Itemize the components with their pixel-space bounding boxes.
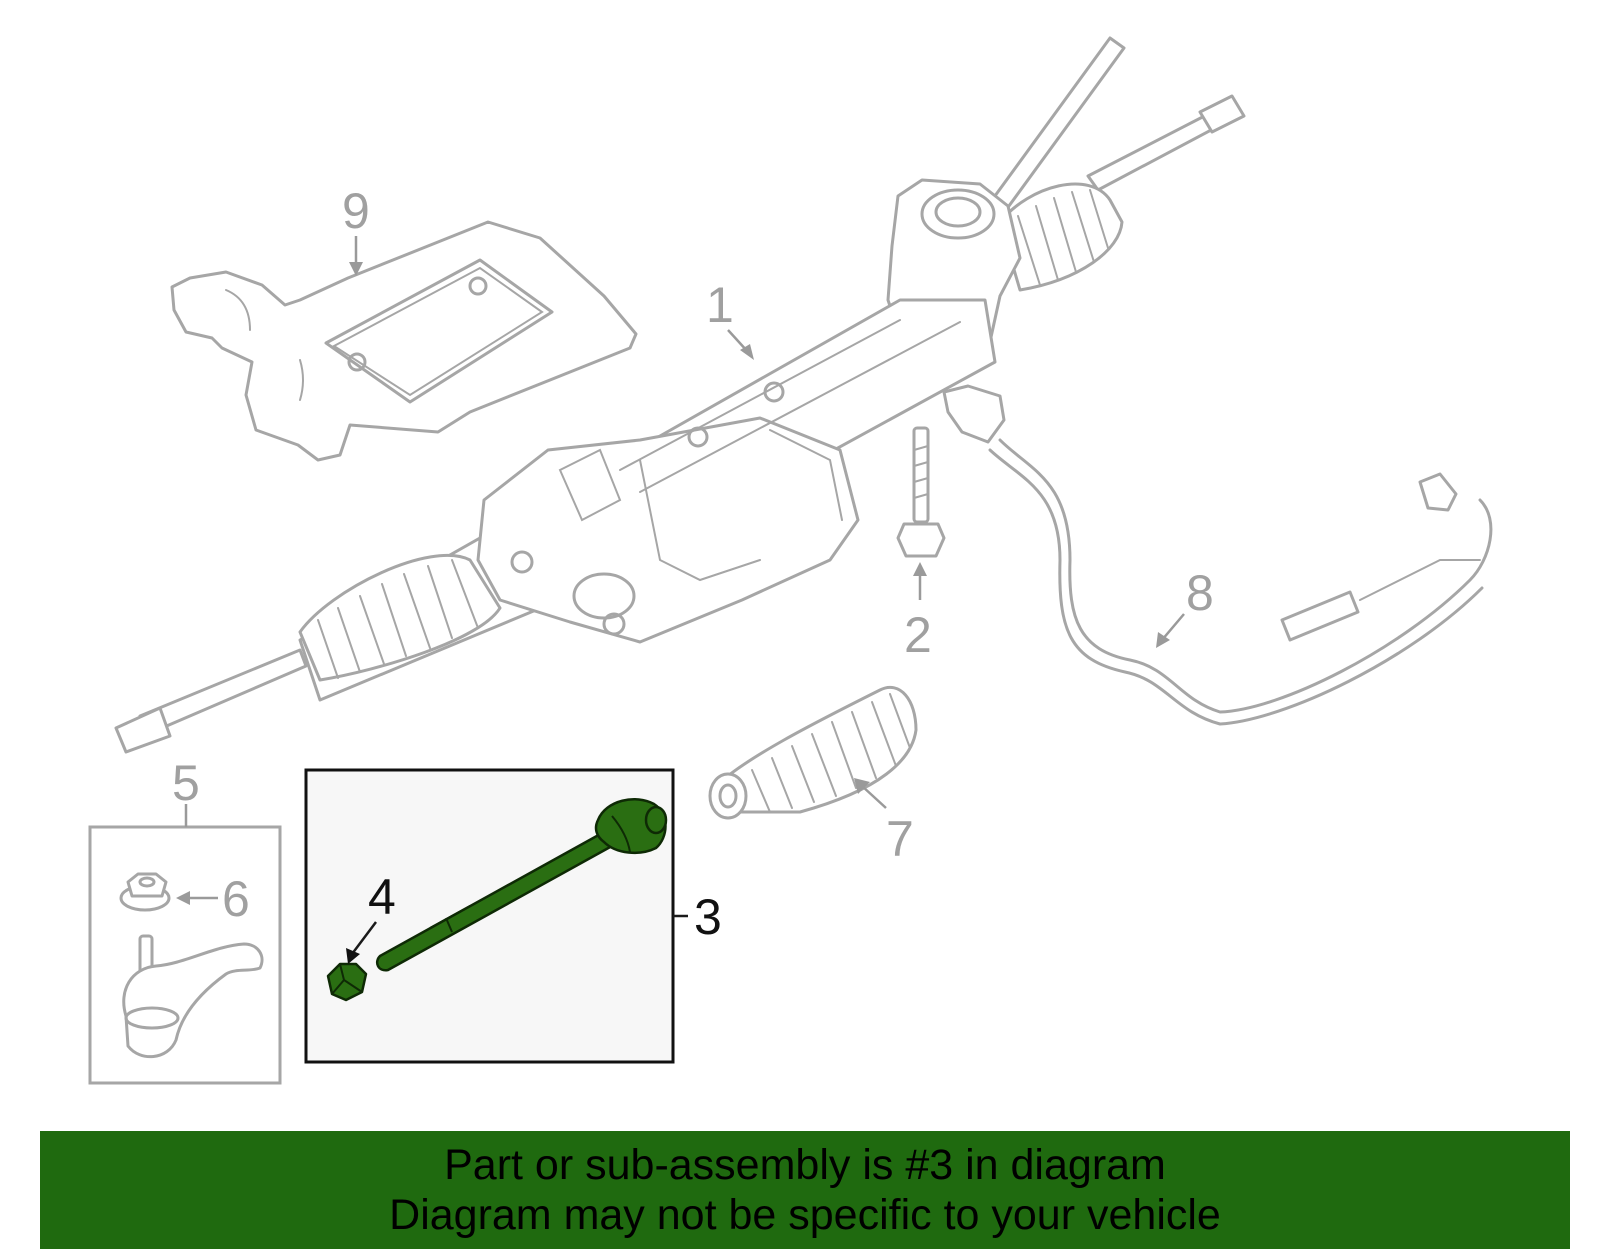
callout-3: 3 — [694, 889, 722, 945]
banner-line-disclaimer: Diagram may not be specific to your vehi… — [389, 1191, 1221, 1239]
callout-6: 6 — [222, 871, 250, 927]
lock-nut-part-4[interactable] — [326, 962, 368, 1002]
group-box-part-3[interactable] — [304, 768, 675, 1064]
bolt-part-2[interactable] — [896, 426, 946, 558]
inner-tie-rod-part-3[interactable] — [376, 798, 668, 972]
heat-shield-part-9[interactable] — [170, 220, 638, 462]
steering-rack-part-1[interactable] — [114, 36, 1246, 754]
leader-lines — [176, 236, 1185, 964]
nut-part-6[interactable] — [119, 872, 171, 912]
callout-2: 2 — [904, 607, 932, 663]
callout-1: 1 — [706, 277, 734, 333]
callout-5: 5 — [172, 755, 200, 811]
callout-7: 7 — [886, 811, 914, 867]
callout-4: 4 — [368, 869, 396, 925]
info-banner: Part or sub-assembly is #3 in diagram Di… — [40, 1131, 1570, 1249]
callout-9: 9 — [342, 183, 370, 239]
outer-tie-rod-end[interactable] — [122, 934, 264, 1059]
callout-8: 8 — [1186, 565, 1214, 621]
group-box-part-5[interactable] — [88, 825, 282, 1085]
banner-line-part-number: Part or sub-assembly is #3 in diagram — [444, 1141, 1166, 1189]
wiring-harness-part-8[interactable] — [942, 384, 1493, 726]
boot-part-7[interactable] — [708, 686, 918, 820]
